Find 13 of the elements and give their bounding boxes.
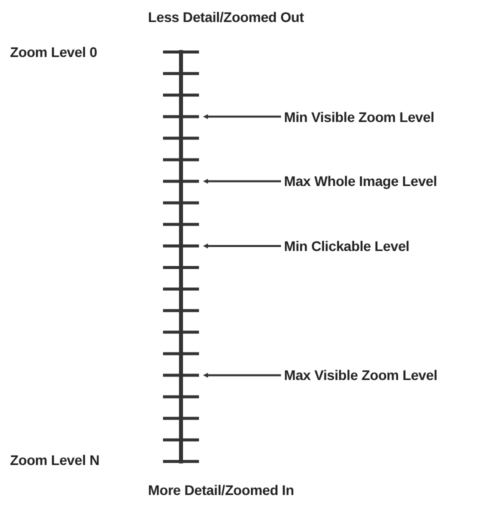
diagram-title: Less Detail/Zoomed Out (148, 9, 304, 25)
diagram-caption: More Detail/Zoomed In (148, 482, 294, 498)
arrow (203, 372, 281, 378)
zoom-level-label: Max Visible Zoom Level (284, 365, 438, 386)
zoom-level-label: Min Clickable Level (284, 236, 410, 256)
arrow (203, 178, 281, 184)
scale-label: Zoom Level N (10, 452, 100, 468)
zoom-level-label: Min Visible Zoom Level (284, 106, 434, 127)
arrow (203, 114, 281, 120)
scale-label: Zoom Level 0 (10, 44, 98, 60)
zoom-level-label: Max Whole Image Level (284, 171, 437, 192)
arrow (203, 243, 281, 248)
zoom-scale-drawing (163, 50, 199, 464)
